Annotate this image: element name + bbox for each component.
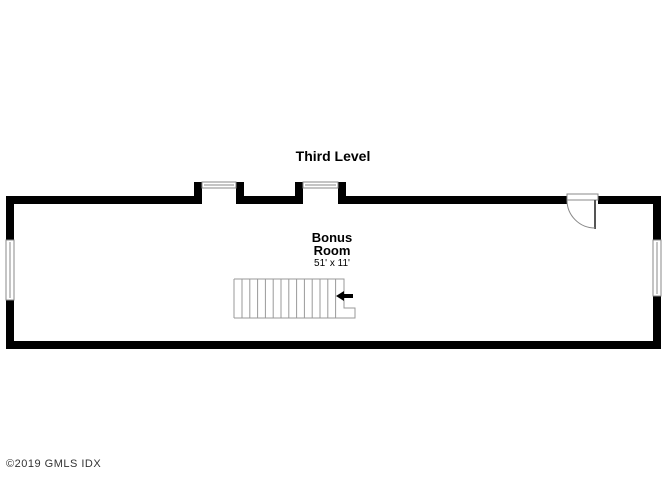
wall-bottom — [6, 341, 661, 349]
dormer-wall — [194, 182, 202, 204]
room-dimensions: 51' x 11' — [314, 258, 350, 269]
door-swing-icon — [566, 193, 599, 229]
room-name: Bonus Room — [282, 231, 382, 257]
stair-treads — [241, 279, 337, 318]
wall-top-segment — [338, 196, 567, 204]
level-title: Third Level — [295, 148, 371, 164]
wall-top-segment — [236, 196, 299, 204]
wall-top-segment — [6, 196, 201, 204]
arrow-left-icon — [336, 291, 353, 301]
wall-top-segment — [598, 196, 661, 204]
room-name-line1: Bonus — [311, 230, 353, 245]
dormer-wall — [338, 182, 346, 204]
staircase — [233, 278, 356, 319]
dormer-wall — [236, 182, 244, 204]
copyright-notice: ©2019 GMLS IDX — [6, 458, 102, 470]
dormer-wall — [295, 182, 303, 204]
room-name-line2: Room — [313, 243, 351, 258]
window-icon — [5, 181, 662, 301]
